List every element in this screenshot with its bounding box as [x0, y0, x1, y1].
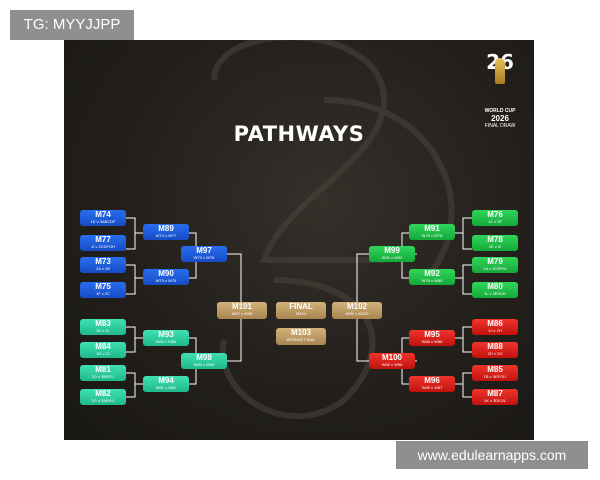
background-decoration — [211, 40, 455, 420]
trophy-icon — [495, 58, 505, 84]
bracket-lines — [126, 217, 472, 398]
overlay-watermark-tag: TG: MYYJJPP — [10, 10, 134, 40]
logo-line1: WORLD CUP — [484, 108, 516, 114]
pathways-poster: 26 WORLD CUP 2026 FINAL DRAW PATHWAYS — [64, 40, 534, 440]
footer-url-watermark: www.edulearnapps.com — [396, 441, 588, 469]
fifa-world-cup-logo: 26 WORLD CUP 2026 FINAL DRAW — [478, 52, 522, 130]
logo-line3: FINAL DRAW — [484, 123, 516, 129]
logo-line2: 2026 — [491, 114, 509, 123]
poster-title: PATHWAYS — [233, 122, 365, 146]
